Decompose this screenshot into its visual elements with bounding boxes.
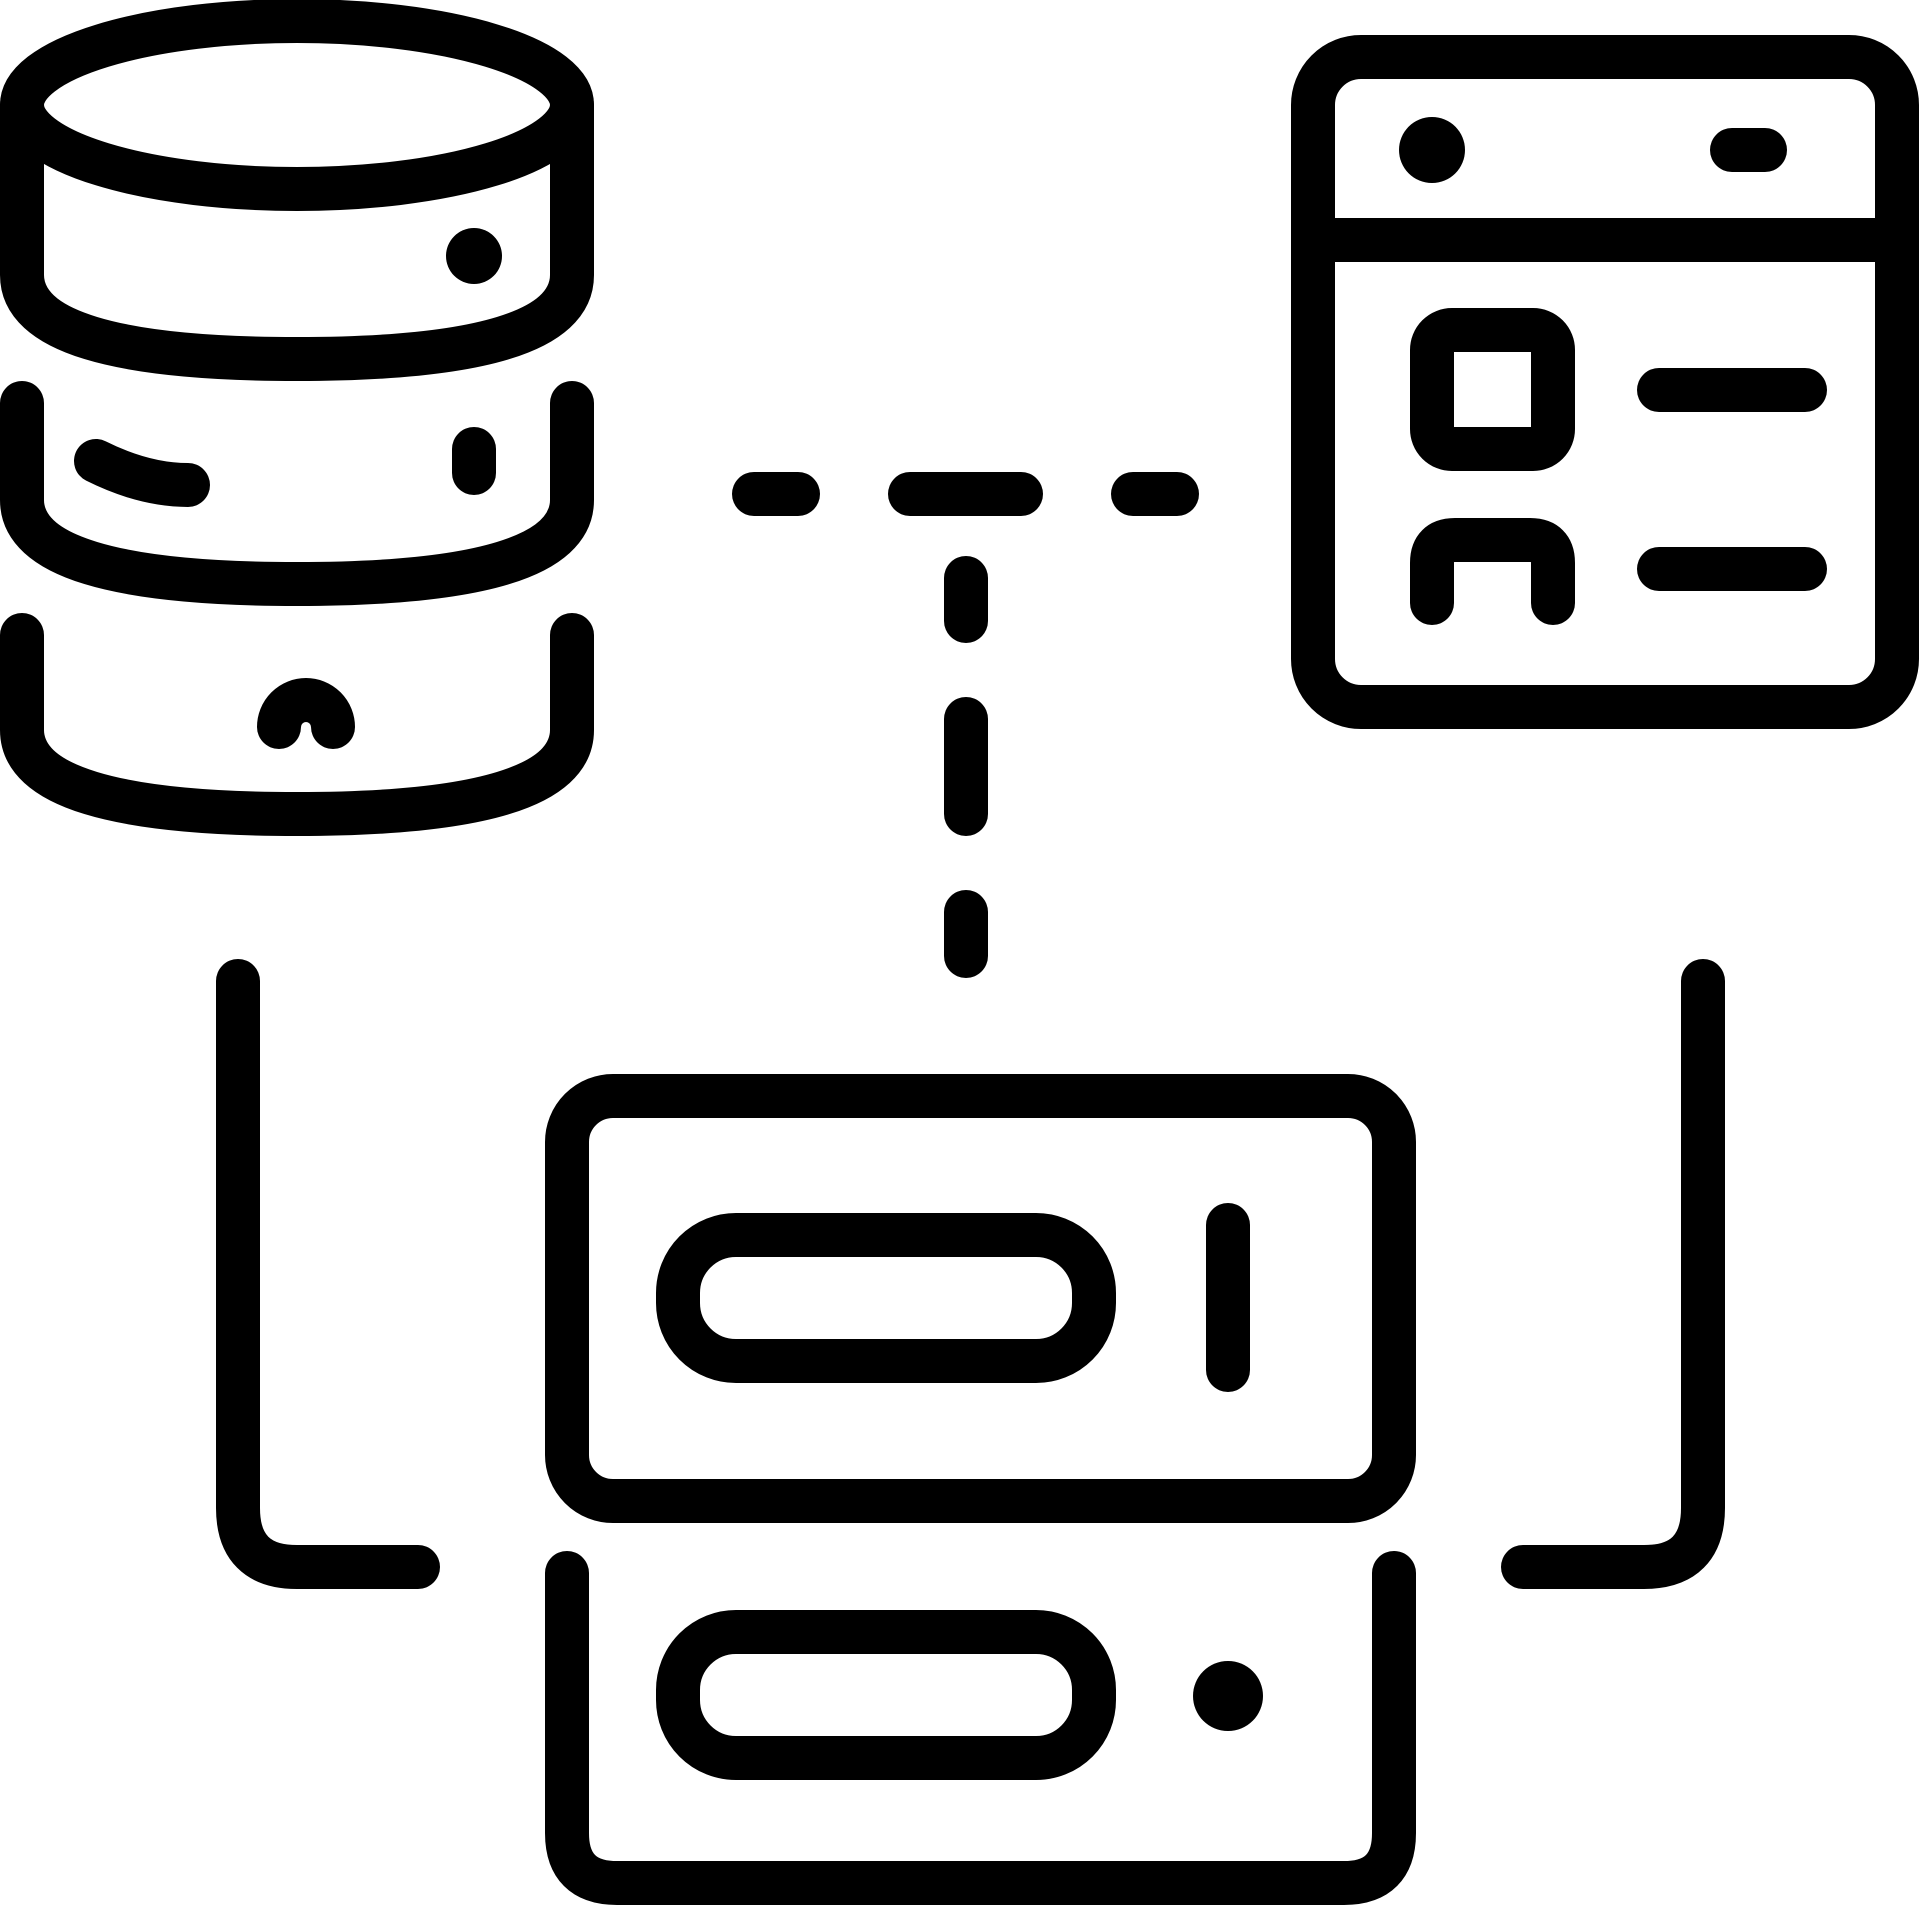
dashed-connector xyxy=(732,472,1199,978)
server-unit-bottom xyxy=(545,1551,1416,1905)
server-icon xyxy=(545,1074,1416,1905)
server-status-dot xyxy=(1193,1661,1263,1731)
server-drive-slot xyxy=(656,1213,1116,1383)
server-unit-frame xyxy=(545,1551,1416,1905)
server-unit-frame xyxy=(545,1074,1416,1523)
server-unit-top xyxy=(545,1074,1416,1523)
database-indicator-arc xyxy=(257,678,355,749)
browser-window-icon xyxy=(1291,35,1919,729)
browser-dot-icon xyxy=(1399,117,1465,183)
browser-frame xyxy=(1291,35,1919,729)
database-highlight-stroke xyxy=(74,439,210,507)
database-bottom-disk xyxy=(0,613,594,836)
right-bracket xyxy=(1501,959,1725,1589)
left-bracket xyxy=(216,959,440,1589)
browser-image-placeholder xyxy=(1410,308,1575,471)
database-icon xyxy=(0,0,594,836)
database-indicator-dot xyxy=(446,228,502,284)
database-top-disk xyxy=(0,0,594,381)
browser-image-placeholder-2 xyxy=(1410,518,1575,625)
server-drive-slot xyxy=(656,1610,1116,1780)
database-middle-disk xyxy=(0,381,594,606)
